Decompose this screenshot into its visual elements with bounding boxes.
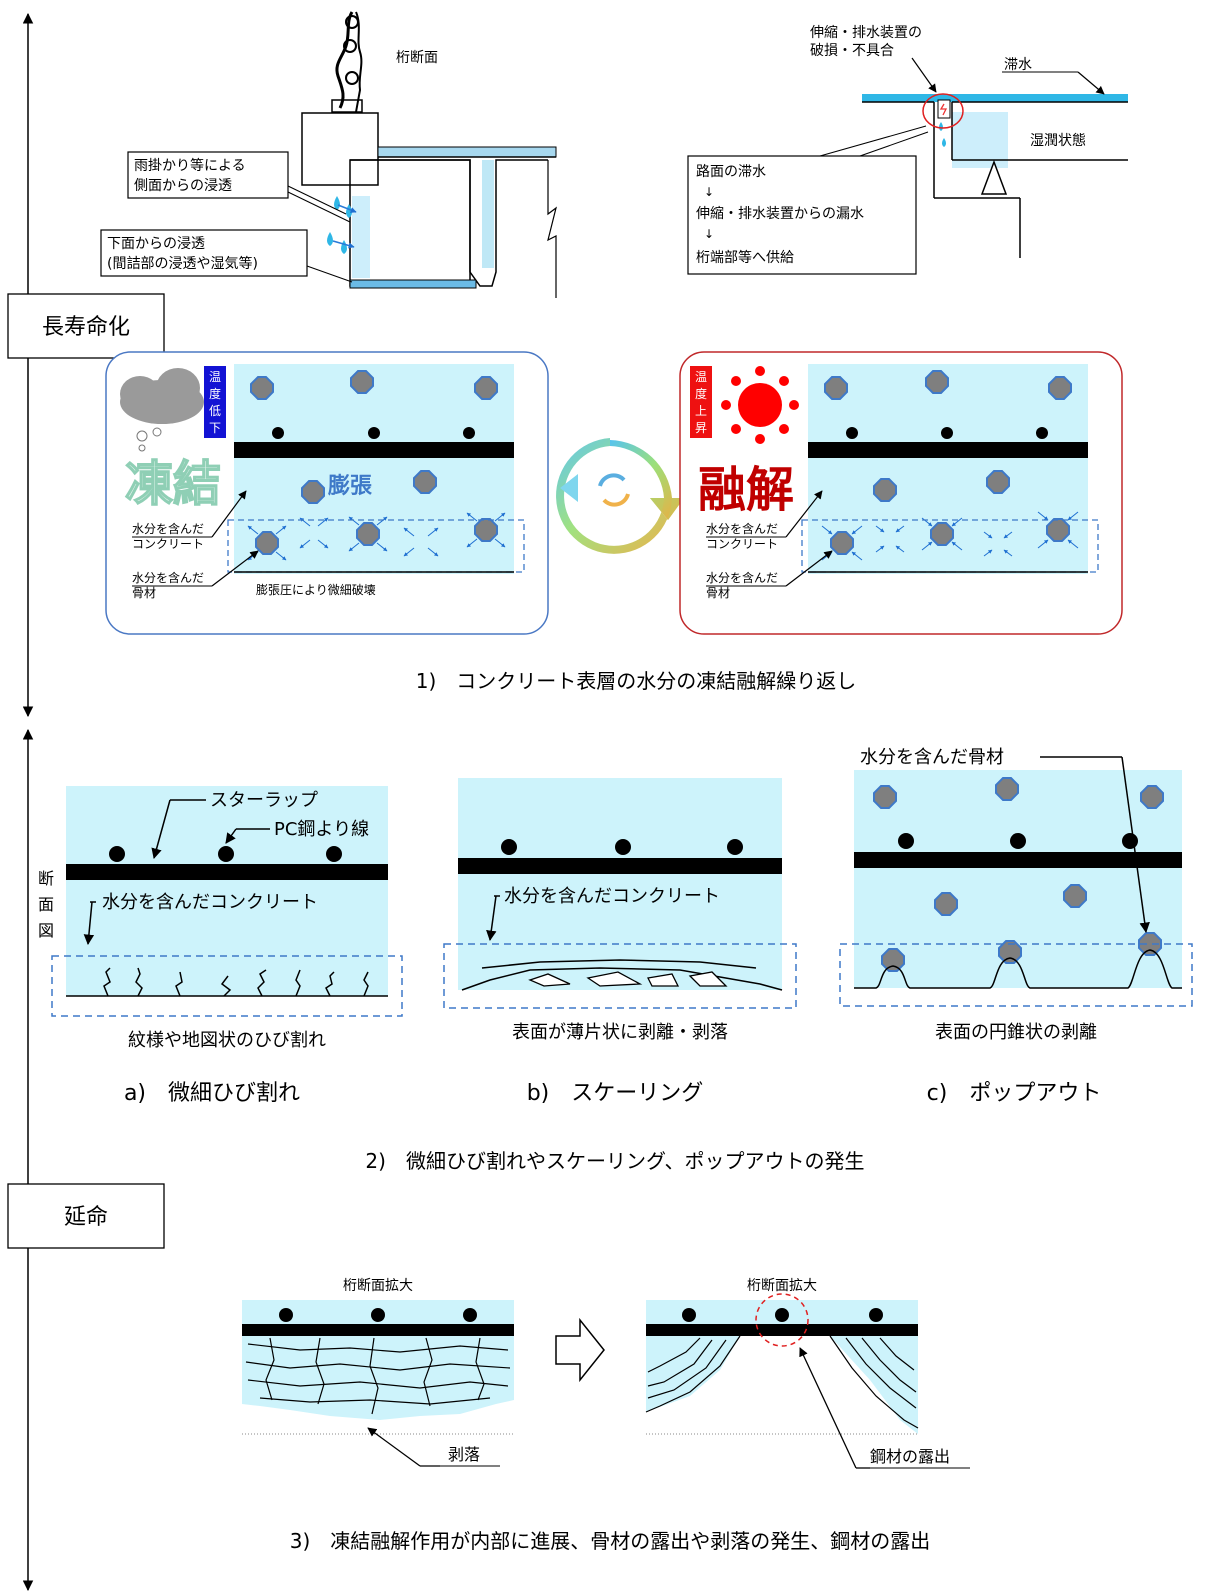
enlarged-right-label: 桁断面拡大 [747, 1278, 817, 1294]
desc-a: 紋様や地図状のひび割れ [128, 1030, 326, 1051]
section-label-char-2: 面 [38, 895, 54, 914]
badge-char-2: 度 [695, 386, 707, 401]
bottom-infiltration-line1: 下面からの浸透 [107, 236, 205, 252]
figure-c-popout: 水分を含んだ骨材 表面の円錐状の剥離 c) ポップアウト [839, 747, 1193, 1106]
bottom-infiltration-callout: 下面からの浸透 (間詰部の浸透や湿気等) [100, 229, 353, 283]
freeze-wet-concrete-2: コンクリート [132, 537, 204, 551]
side-infiltration-callout: 雨掛かり等による 側面からの浸透 [127, 151, 351, 223]
freeze-wet-aggregate-1: 水分を含んだ [132, 570, 204, 585]
badge-char-2: 度 [209, 386, 221, 401]
badge-char-3: 低 [209, 404, 221, 418]
enlarged-left-label: 桁断面拡大 [343, 1278, 413, 1294]
section-label-char-1: 断 [38, 869, 54, 888]
badge-char-4: 昇 [695, 421, 707, 435]
wet-concrete-label-b: 水分を含んだコンクリート [504, 886, 720, 907]
flow-step-2: 伸縮・排水装置からの漏水 [696, 206, 864, 222]
wet-concrete-label-a: 水分を含んだコンクリート [102, 892, 318, 913]
caption-1: 1) コンクリート表層の水分の凍結融解繰り返し [416, 669, 857, 693]
joint-diagram: 伸縮・排水装置の 破損・不具合 滞水 湿潤状態 [810, 25, 1128, 258]
sun-icon [721, 366, 799, 444]
side-infiltration-line2: 側面からの浸透 [134, 178, 232, 194]
section-label-char-3: 図 [38, 921, 54, 940]
section-label-vertical: 断 面 図 [38, 869, 54, 940]
wet-aggregate-label-c: 水分を含んだ骨材 [860, 747, 1004, 768]
crack-marks [103, 967, 369, 997]
badge-char-4: 下 [209, 421, 221, 435]
figure-b-scaling: 水分を含んだコンクリート 表面が薄片状に剥離・剥落 b) スケーリング [443, 778, 797, 1106]
freeze-wet-concrete-1: 水分を含んだ [132, 521, 204, 536]
thaw-wet-aggregate-1: 水分を含んだ [706, 570, 778, 585]
girder-section-label: 桁断面 [396, 50, 438, 66]
thaw-panel: 温 度 上 昇 融解 [679, 351, 1123, 635]
temp-rise-badge: 温 度 上 昇 [690, 366, 712, 438]
enlarged-section-right: 桁断面拡大 鋼材の露出 [645, 1278, 970, 1469]
joint-damage-line2: 破損・不具合 [810, 43, 894, 59]
leak-flow-callout: 路面の滞水 ↓ 伸縮・排水装置からの漏水 ↓ 桁端部等へ供給 [687, 125, 929, 275]
badge-char-3: 上 [695, 404, 707, 418]
micro-failure-label: 膨張圧により微細破壊 [256, 582, 376, 597]
temp-drop-badge: 温 度 低 下 [204, 366, 226, 438]
caption-3: 3) 凍結融解作用が内部に進展、骨材の露出や剥落の発生、鋼材の露出 [290, 1529, 931, 1553]
pc-strand-label: PC鋼より線 [274, 819, 369, 840]
thaw-wet-concrete-2: コンクリート [706, 537, 778, 551]
progression-arrow [555, 1317, 605, 1383]
steel-exposed-label: 鋼材の露出 [870, 1447, 950, 1466]
badge-char-1: 温 [695, 370, 707, 384]
desc-c: 表面の円錐状の剥離 [935, 1022, 1097, 1043]
bottom-infiltration-line2: (間詰部の浸透や湿気等) [107, 255, 258, 272]
joint-damage-line1: 伸縮・排水装置の [810, 25, 922, 41]
stirrup-label: スターラップ [210, 790, 318, 811]
enlarged-section-left: 桁断面拡大 剥落 [242, 1278, 514, 1467]
title-a: a) 微細ひび割れ [124, 1081, 300, 1106]
caption-2: 2) 微細ひび割れやスケーリング、ポップアウトの発生 [365, 1149, 864, 1173]
stage-box-extension: 延命 [7, 1183, 165, 1249]
freeze-wet-aggregate-2: 骨材 [132, 586, 156, 600]
stage-longevity-label: 長寿命化 [42, 315, 130, 340]
flow-arrow-2: ↓ [704, 227, 714, 241]
flow-step-3: 桁端部等へ供給 [696, 249, 794, 266]
stage-box-longevity: 長寿命化 [7, 293, 165, 359]
wet-state-label: 湿潤状態 [1030, 133, 1086, 149]
title-b: b) スケーリング [527, 1081, 704, 1106]
girder-cross-section: 桁断面 [301, 11, 557, 298]
expansion-arrows [247, 512, 506, 561]
thaw-wet-concrete-1: 水分を含んだ [706, 521, 778, 536]
thaw-wet-aggregate-2: 骨材 [706, 586, 730, 600]
freeze-big-label: 凍結 [125, 456, 221, 512]
ponding-label: 滞水 [1004, 57, 1032, 73]
badge-char-1: 温 [209, 370, 221, 384]
spalling-label: 剥落 [448, 1445, 480, 1464]
expansion-label: 膨張 [327, 474, 373, 499]
spalled-edge [645, 1335, 919, 1429]
freeze-thaw-cycle-icon [556, 438, 684, 554]
figure-a-micro-cracks: スターラップ PC鋼より線 水分を含んだコンクリート 紋様や地図状のひび割れ a… [51, 786, 403, 1106]
flow-arrow-1: ↓ [704, 185, 714, 199]
freeze-panel: 温 度 低 下 凍結 膨張 [105, 351, 549, 635]
thaw-big-label: 融解 [698, 462, 794, 518]
side-infiltration-line1: 雨掛かり等による [134, 157, 246, 174]
cloud-icon [120, 368, 204, 452]
title-c: c) ポップアウト [927, 1081, 1102, 1106]
desc-b: 表面が薄片状に剥離・剥落 [512, 1022, 728, 1043]
crack-network [245, 1337, 511, 1415]
stage-extension-label: 延命 [64, 1205, 108, 1230]
flow-step-1: 路面の滞水 [696, 164, 766, 180]
